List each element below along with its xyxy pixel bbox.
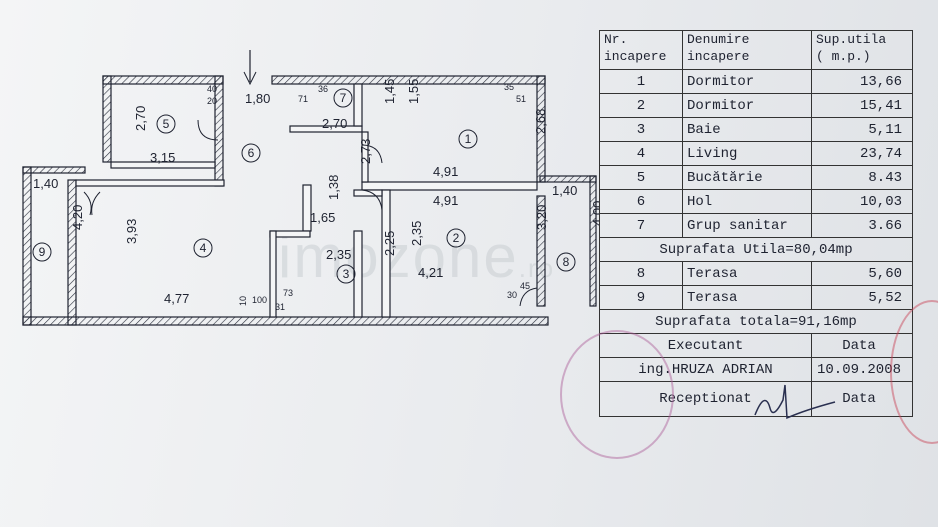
small-dim: 20 [207,96,217,106]
dim-label: 2,35 [326,247,351,262]
inner-walls [75,83,538,318]
outer-walls [22,75,597,326]
room-number: 2 [453,231,460,245]
official-stamp [560,330,674,459]
room-number-labels: 1 2 3 4 5 6 7 8 9 [39,91,570,281]
small-dim: 35 [504,82,514,92]
floor-plan: 1 2 3 4 5 6 7 8 9 1,80 2,70 3,15 1,45 1,… [22,50,600,326]
suprafata-utila-row: Suprafata Utila=80,04mp [599,237,913,262]
engineer-row: ing.HRUZA ADRIAN 10.09.2008 [599,357,913,382]
dim-label: 2,25 [382,231,397,256]
small-dim: 31 [275,302,285,312]
header-nr: Nr.incapere [599,30,683,70]
dim-label: 4,20 [70,205,85,230]
dim-label: 1,80 [245,91,270,106]
small-dim: 36 [318,84,328,94]
small-dim: 45 [520,281,530,291]
dim-label: 1,38 [326,175,341,200]
dim-label: 1,40 [552,183,577,198]
room-number: 6 [248,146,255,160]
room-number: 7 [340,91,347,105]
dim-label: 4,91 [433,193,458,208]
room-number: 3 [343,267,350,281]
dim-label: 1,40 [33,176,58,191]
dim-label: 4,91 [433,164,458,179]
room-number: 4 [200,241,207,255]
room-number: 1 [465,132,472,146]
dim-label: 1,45 [382,79,397,104]
dim-label: 2,70 [133,106,148,131]
dim-label: 2,73 [358,139,373,164]
dim-label: 2,70 [322,116,347,131]
dim-label: 3,20 [534,205,549,230]
header-area: Sup.utila( m.p.) [811,30,913,70]
watermark: imozone.ro [278,223,553,290]
small-dim: 73 [283,288,293,298]
small-dim: 30 [507,290,517,300]
small-dim: 40 [207,84,217,94]
signature [754,384,836,420]
small-dim: 100 [252,295,267,305]
room-number: 8 [563,255,570,269]
room-number: 5 [163,117,170,131]
dim-label: 1,65 [310,210,335,225]
dim-label: 1,55 [406,79,421,104]
small-dim: 51 [516,94,526,104]
small-dim: 10 [238,296,248,306]
room-number-markers [32,88,576,284]
dim-label: 4,77 [164,291,189,306]
small-dim: 71 [298,94,308,104]
room-number: 9 [39,245,46,259]
dim-label: 3,93 [124,219,139,244]
dimension-labels: 1,80 2,70 3,15 1,45 1,55 2,70 2,73 2,68 … [33,79,600,306]
dim-label: 4,21 [418,265,443,280]
dim-label: 2,35 [409,221,424,246]
dim-label: 2,68 [533,109,548,134]
suprafata-totala-row: Suprafata totala=91,16mp [599,309,913,334]
small-dimension-labels: 40 20 71 36 35 51 10 100 73 31 30 45 [207,82,530,312]
doors [83,50,538,307]
dim-label: 4,00 [590,201,600,226]
dim-label: 3,15 [150,150,175,165]
